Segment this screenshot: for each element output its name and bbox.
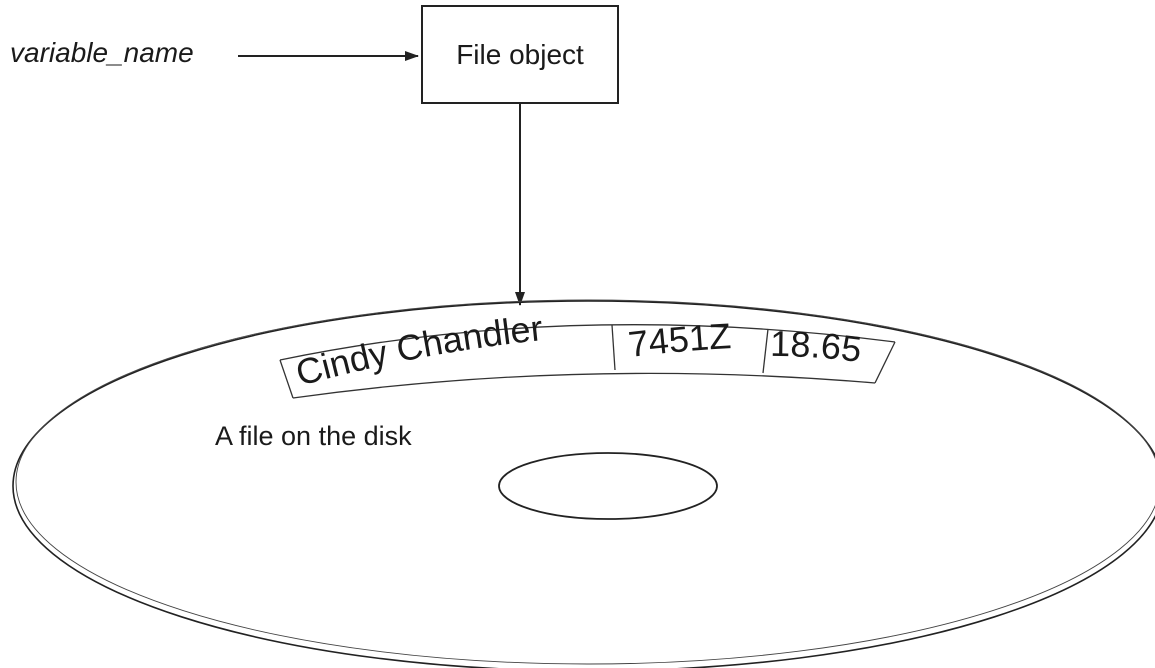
- record-divider: [611, 324, 616, 371]
- record-left-edge: [279, 359, 294, 399]
- disk-hole: [498, 452, 718, 520]
- file-object-label: File object: [456, 39, 584, 70]
- record-right-edge: [874, 341, 896, 384]
- disk-platter-edge: [15, 299, 1155, 665]
- file-record: Cindy Chandler 7451Z 18.65: [279, 307, 896, 399]
- record-field-id: 7451Z: [626, 315, 732, 365]
- record-field-amount: 18.65: [770, 323, 864, 370]
- record-top-edge: [279, 324, 896, 361]
- disk-caption: A file on the disk: [215, 421, 412, 451]
- disk-platter: [12, 300, 1155, 668]
- record-divider: [762, 328, 769, 374]
- record-bottom-edge: [292, 372, 876, 399]
- variable-name-label: variable_name: [10, 37, 194, 68]
